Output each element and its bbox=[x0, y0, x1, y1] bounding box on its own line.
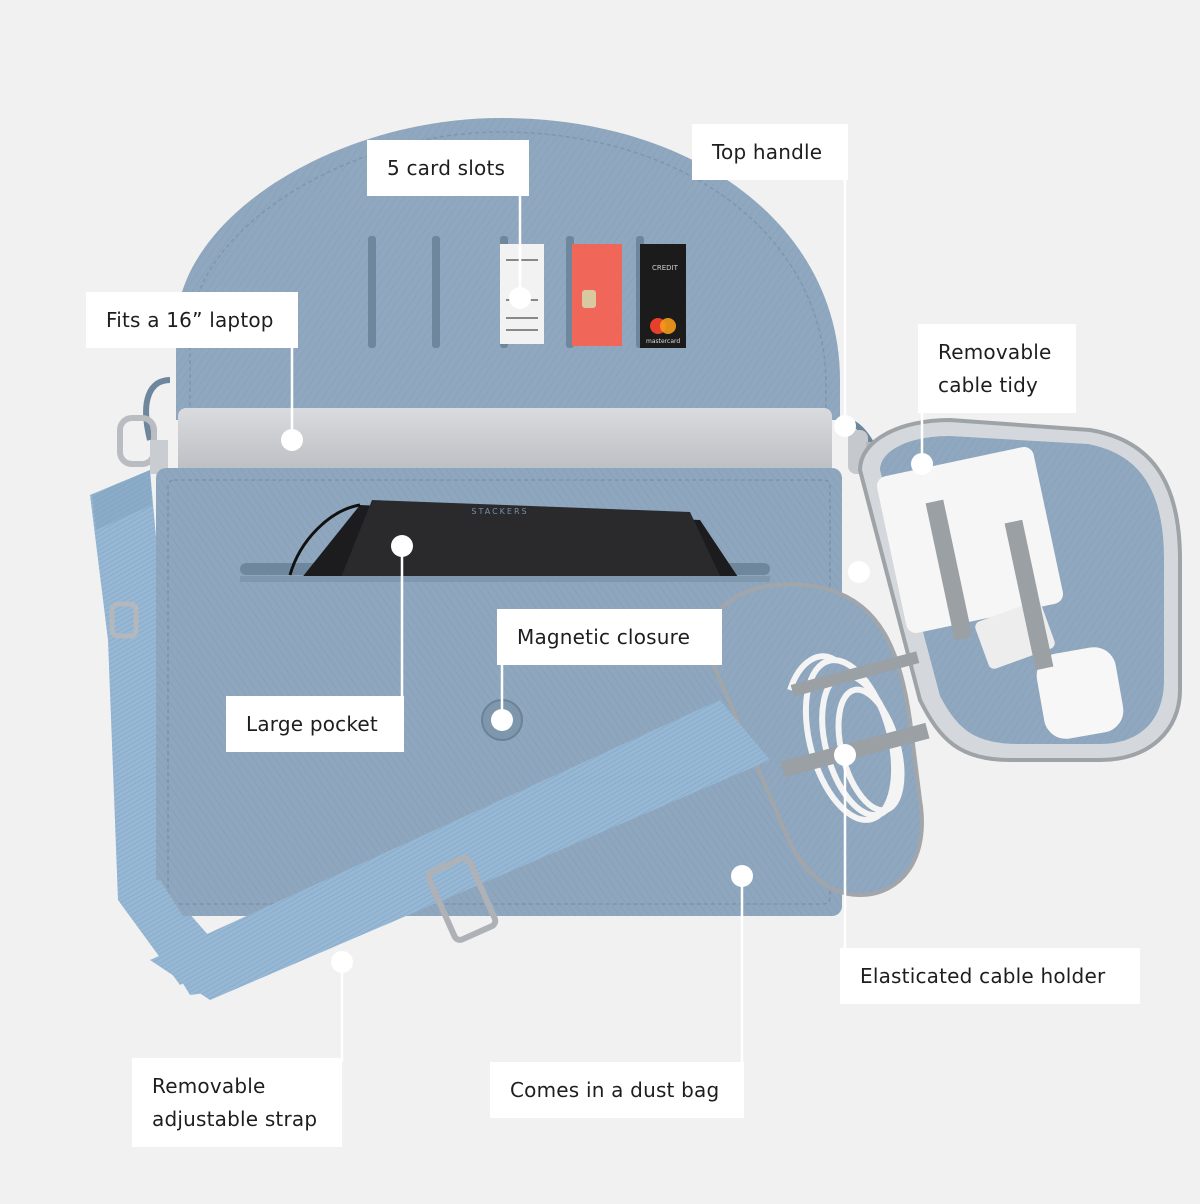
callout-card-slots-text: 5 card slots bbox=[387, 156, 506, 180]
strap-left-clip bbox=[109, 601, 139, 639]
left-clip bbox=[117, 415, 168, 474]
callout-lines bbox=[290, 168, 924, 1066]
card-black: CREDIT mastercard bbox=[640, 244, 686, 348]
strap-diagonal bbox=[150, 700, 770, 1000]
callout-cable-tidy: Removable cable tidy bbox=[918, 324, 1076, 413]
callout-cable-tidy-line1: Removable bbox=[938, 340, 1052, 364]
cable-tidy bbox=[857, 417, 1182, 762]
callout-dust-bag: Comes in a dust bag bbox=[490, 1062, 744, 1118]
callout-large-pocket-text: Large pocket bbox=[246, 712, 378, 736]
notebook bbox=[288, 500, 740, 580]
charger bbox=[876, 446, 1064, 634]
callout-large-pocket: Large pocket bbox=[226, 696, 404, 752]
callout-card-slots: 5 card slots bbox=[367, 140, 529, 196]
callout-strap: Removable adjustable strap bbox=[132, 1058, 342, 1147]
card-coral bbox=[572, 244, 622, 346]
callout-magnetic-closure-text: Magnetic closure bbox=[517, 625, 691, 649]
callout-cable-holder: Elasticated cable holder bbox=[840, 948, 1140, 1004]
callout-top-handle: Top handle bbox=[692, 124, 848, 180]
card-credit-text: CREDIT bbox=[652, 264, 679, 272]
callout-cable-tidy-line2: cable tidy bbox=[938, 373, 1039, 397]
callout-dust-bag-text: Comes in a dust bag bbox=[510, 1078, 720, 1102]
callout-magnetic-closure: Magnetic closure bbox=[497, 609, 722, 665]
callout-top-handle-text: Top handle bbox=[712, 140, 823, 164]
callout-dots bbox=[281, 287, 933, 973]
callout-laptop: Fits a 16” laptop bbox=[86, 292, 298, 348]
brand-imprint: STACKERS bbox=[471, 507, 528, 516]
callout-laptop-text: Fits a 16” laptop bbox=[106, 308, 274, 332]
strap-left-upper bbox=[90, 470, 230, 985]
card-network-text: mastercard bbox=[646, 338, 680, 345]
laptop bbox=[178, 408, 832, 476]
callout-strap-line2: adjustable strap bbox=[152, 1107, 318, 1131]
callout-cable-holder-text: Elasticated cable holder bbox=[860, 964, 1106, 988]
earbuds-case bbox=[1036, 647, 1124, 739]
callout-strap-line1: Removable bbox=[152, 1074, 266, 1098]
cable-tidy-lid bbox=[706, 582, 930, 898]
strap-buckle bbox=[425, 855, 499, 943]
